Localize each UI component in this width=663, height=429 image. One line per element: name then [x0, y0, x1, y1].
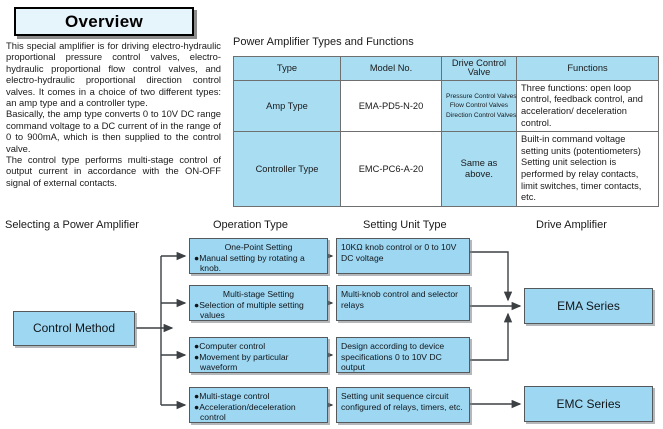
setting-box-knob-control[interactable]: 10KΩ knob control or 0 to 10V DC voltage: [336, 238, 470, 274]
overview-paragraph-2: Basically, the amp type converts 0 to 10…: [6, 108, 221, 154]
cell-valves-amp: Pressure Control Valves Flow Control Val…: [441, 79, 517, 133]
cell-model-amp: EMA-PD5-N-20: [340, 79, 442, 133]
valve-line: Pressure Control Valves: [446, 92, 517, 100]
operation-box-title: One-Point Setting: [224, 242, 293, 252]
valve-line: above.: [465, 168, 493, 179]
table-title: Power Amplifier Types and Functions: [233, 36, 414, 48]
flow-heading-select: Selecting a Power Amplifier: [5, 219, 139, 231]
operation-box-line: ●Selection of multiple setting values: [194, 299, 304, 321]
operation-box-multi-stage-control[interactable]: ●Multi-stage control ●Acceleration/decel…: [189, 387, 328, 423]
flow-heading-drive: Drive Amplifier: [536, 219, 607, 231]
setting-box-sequence-circuit[interactable]: Setting unit sequence circuit configured…: [336, 387, 470, 423]
power-amplifier-table: Type Model No. Drive Control Valve Funct…: [233, 56, 659, 207]
cell-model-controller: EMC-PC6-A-20: [340, 131, 442, 207]
overview-paragraph-1: This special amplifier is for driving el…: [6, 40, 221, 109]
table-header-valve: Drive Control Valve: [441, 56, 517, 81]
table-header-functions: Functions: [516, 56, 659, 81]
drive-box-ema-series[interactable]: EMA Series: [524, 288, 653, 324]
overview-banner: Overview: [14, 7, 194, 36]
operation-box-one-point-setting[interactable]: One-Point Setting ●Manual setting by rot…: [189, 238, 328, 274]
control-method-label: Control Method: [32, 321, 116, 336]
table-header-type: Type: [233, 56, 341, 81]
overview-paragraph-3: The control type performs multi-stage co…: [6, 154, 221, 188]
valve-line: Flow Control Valves: [449, 102, 509, 110]
cell-functions-amp: Three functions: open loop control, feed…: [516, 79, 659, 133]
drive-box-label: EMA Series: [557, 298, 620, 313]
drive-box-label: EMC Series: [556, 396, 621, 411]
operation-box-computer-control[interactable]: ●Computer control ●Movement by particula…: [189, 337, 328, 373]
cell-valves-controller: Same as above.: [441, 131, 517, 207]
cell-type-controller: Controller Type: [233, 131, 341, 207]
operation-box-line: ●Manual setting by rotating a knob.: [194, 252, 305, 274]
control-method-box[interactable]: Control Method: [13, 311, 135, 346]
table-header-model: Model No.: [340, 56, 442, 81]
operation-box-line: ●Acceleration/deceleration control: [194, 401, 296, 423]
flow-heading-operation: Operation Type: [213, 219, 289, 231]
cell-type-amp: Amp Type: [233, 79, 341, 133]
operation-box-line: ●Multi-stage control: [194, 391, 270, 401]
drive-box-emc-series[interactable]: EMC Series: [524, 386, 653, 422]
table-header-row: Type Model No. Drive Control Valve Funct…: [233, 56, 659, 81]
operation-box-title: Multi-stage Setting: [222, 289, 295, 299]
table-row: Controller Type EMC-PC6-A-20 Same as abo…: [233, 131, 659, 207]
valve-line: Same as: [460, 157, 498, 168]
operation-box-multi-stage-setting[interactable]: Multi-stage Setting ●Selection of multip…: [189, 285, 328, 321]
setting-box-multi-knob[interactable]: Multi-knob control and selector relays: [336, 285, 470, 321]
overview-description: This special amplifier is for driving el…: [6, 40, 221, 188]
setting-box-device-spec[interactable]: Design according to device specification…: [336, 337, 470, 373]
table-row: Amp Type EMA-PD5-N-20 Pressure Control V…: [233, 79, 659, 133]
flow-heading-setting: Setting Unit Type: [363, 219, 447, 231]
operation-box-line: ●Computer control: [194, 341, 266, 351]
cell-functions-controller: Built-in command voltage setting units (…: [516, 131, 659, 207]
valve-line: Direction Control Valves: [446, 111, 517, 119]
overview-banner-label: Overview: [64, 11, 143, 31]
operation-box-line: ●Movement by particular waveform: [194, 351, 289, 373]
